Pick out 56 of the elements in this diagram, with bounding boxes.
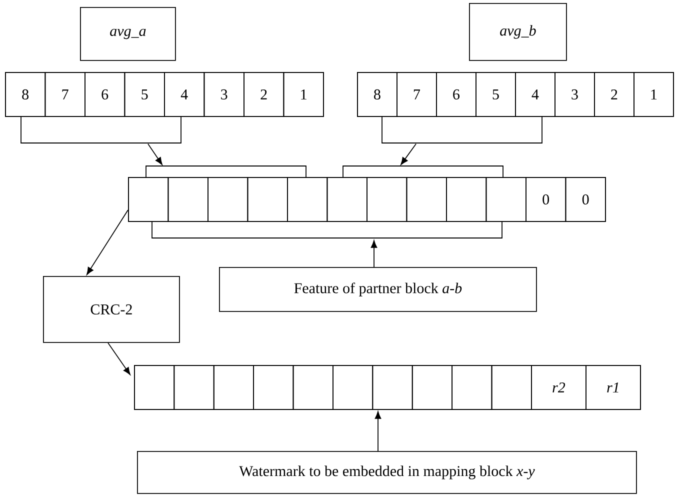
bit-cell: 7 bbox=[396, 72, 437, 117]
bit-cell bbox=[452, 365, 492, 410]
bracket bbox=[146, 166, 306, 178]
bit-cell: 4 bbox=[515, 72, 556, 117]
bit-cell bbox=[134, 365, 175, 410]
bit-cell: 2 bbox=[244, 72, 284, 117]
bit-cell bbox=[406, 177, 447, 222]
bit-cell bbox=[128, 177, 169, 222]
bit-cell: 0 bbox=[565, 177, 606, 222]
bracket bbox=[20, 116, 182, 144]
bracket bbox=[382, 116, 542, 144]
bit-cell bbox=[491, 365, 532, 410]
arrow bbox=[86, 210, 128, 275]
bit-cell: 1 bbox=[634, 72, 674, 117]
arrow bbox=[370, 240, 378, 268]
bit-cell bbox=[287, 177, 328, 222]
bit-cell: 3 bbox=[554, 72, 595, 117]
bit-cell bbox=[326, 177, 368, 222]
bit-cell: 0 bbox=[526, 177, 566, 222]
label-box: avg_b bbox=[469, 3, 567, 61]
bit-cell: 6 bbox=[84, 72, 126, 117]
bit-cell: r2 bbox=[531, 365, 586, 410]
arrow bbox=[148, 143, 162, 165]
arrow bbox=[374, 411, 382, 452]
bit-cell bbox=[366, 177, 408, 222]
bit-cell bbox=[174, 365, 214, 410]
bracket bbox=[342, 166, 504, 178]
bit-cell bbox=[253, 365, 294, 410]
text-box: Feature of partner block a-b bbox=[219, 267, 537, 312]
arrow bbox=[108, 342, 130, 375]
bit-cell bbox=[213, 365, 254, 410]
bit-cell: r1 bbox=[586, 365, 641, 410]
bit-cell: 8 bbox=[357, 72, 398, 117]
bit-cell bbox=[247, 177, 288, 222]
bit-cell: 5 bbox=[124, 72, 165, 117]
bit-cell: 1 bbox=[283, 72, 324, 117]
bit-cell bbox=[412, 365, 452, 410]
text-box: CRC-2 bbox=[43, 276, 180, 343]
text-box: Watermark to be embedded in mapping block x-y bbox=[137, 451, 637, 494]
arrow bbox=[400, 143, 416, 165]
bit-cell bbox=[332, 365, 374, 410]
bit-cell: 7 bbox=[44, 72, 86, 117]
bit-cell bbox=[372, 365, 413, 410]
bit-cell: 3 bbox=[204, 72, 244, 117]
bit-cell: 6 bbox=[436, 72, 476, 117]
bit-cell bbox=[168, 177, 208, 222]
bracket bbox=[152, 220, 502, 238]
bit-cell: 8 bbox=[5, 72, 46, 117]
bit-cell: 2 bbox=[594, 72, 634, 117]
bit-cell bbox=[446, 177, 487, 222]
bit-cell bbox=[486, 177, 526, 222]
bit-cell: 5 bbox=[476, 72, 516, 117]
bit-cell bbox=[292, 365, 334, 410]
bit-cell: 4 bbox=[164, 72, 205, 117]
label-box: avg_a bbox=[80, 7, 176, 61]
bit-cell bbox=[208, 177, 248, 222]
